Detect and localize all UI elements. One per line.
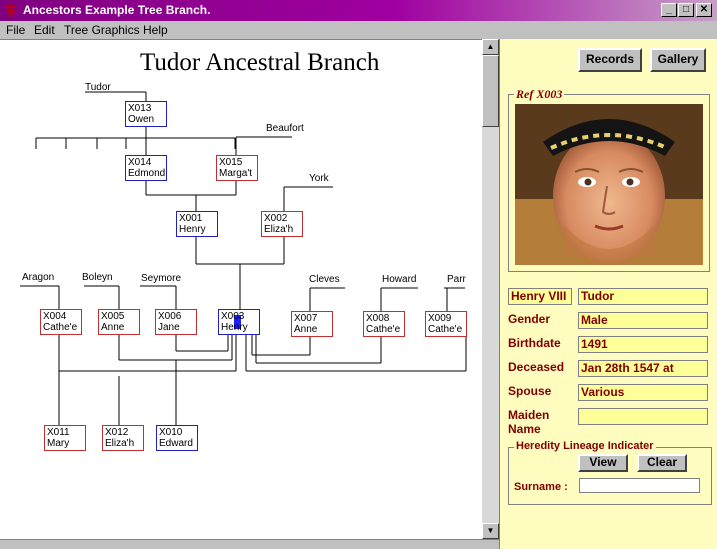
gallery-button[interactable]: Gallery (650, 48, 706, 72)
person-ref: X010 (159, 427, 183, 438)
person-ref: X013 (128, 103, 152, 114)
person-name: Owen (128, 114, 155, 125)
tree-vertical-scrollbar[interactable]: ▲ ▼ (482, 39, 499, 539)
person-ref: X012 (105, 427, 129, 438)
heredity-title: Heredity Lineage Indicater (514, 440, 656, 452)
tree-canvas[interactable]: Tudor Ancestral Branch Tudor Beaufort Yo… (0, 39, 482, 539)
title-bar: Ancestors Example Tree Branch. _ □ ✕ (0, 0, 717, 21)
person-name: Marga't (219, 168, 253, 179)
tree-connector-lines (20, 91, 467, 425)
deceased-label: Deceased (508, 360, 565, 374)
menu-bar: File Edit Tree Graphics Help (0, 21, 717, 39)
menu-tree-graphics[interactable]: Tree Graphics (64, 23, 140, 37)
person-name: Edward (159, 438, 193, 449)
spouse-field[interactable]: Various (578, 384, 708, 401)
person-ref: X007 (294, 313, 318, 324)
person-box-x004[interactable]: X004 Cathe'e (40, 309, 82, 335)
maiden-name-label-line1: Maiden (508, 408, 550, 422)
menu-edit[interactable]: Edit (34, 23, 55, 37)
scroll-up-button[interactable]: ▲ (482, 39, 499, 55)
surname-howard: Howard (382, 274, 417, 285)
selected-person-marker (234, 315, 241, 329)
person-box-x007[interactable]: X007 Anne (291, 311, 333, 337)
person-box-x015[interactable]: X015 Marga't (216, 155, 258, 181)
spouse-label: Spouse (508, 384, 552, 398)
surname-search-label: Surname : (514, 481, 568, 493)
person-name: Eliza'h (105, 438, 135, 449)
person-box-x001[interactable]: X001 Henry (176, 211, 218, 237)
person-box-x003[interactable]: X003 Henry (218, 309, 260, 335)
person-ref: X001 (179, 213, 203, 224)
person-ref: X009 (428, 313, 452, 324)
scroll-thumb[interactable] (482, 55, 499, 127)
person-ref: X014 (128, 157, 152, 168)
surname-aragon: Aragon (22, 272, 55, 283)
person-box-x005[interactable]: X005 Anne (98, 309, 140, 335)
person-name: Anne (101, 322, 125, 333)
person-box-x013[interactable]: X013 Owen (125, 101, 167, 127)
person-ref: X002 (264, 213, 288, 224)
person-box-x006[interactable]: X006 Jane (155, 309, 197, 335)
clear-button[interactable]: Clear (637, 454, 687, 472)
person-ref: X015 (219, 157, 243, 168)
surname-boleyn: Boleyn (82, 272, 113, 283)
surname-seymore: Seymore (141, 273, 182, 284)
portrait-image[interactable] (515, 104, 703, 265)
person-box-x014[interactable]: X014 Edmond (125, 155, 167, 181)
person-name: Cathe'e (366, 324, 401, 335)
person-ref: X003 (221, 311, 245, 322)
person-name: Anne (294, 324, 318, 335)
close-button[interactable]: ✕ (696, 3, 712, 17)
person-name: Cathe'e (428, 324, 463, 335)
person-box-x009[interactable]: X009 Cathe'e (425, 311, 467, 337)
given-name-field[interactable]: Henry VIII (508, 288, 572, 305)
person-box-x010[interactable]: X010 Edward (156, 425, 198, 451)
person-box-x012[interactable]: X012 Eliza'h (102, 425, 144, 451)
person-ref: X006 (158, 311, 182, 322)
surname-tudor: Tudor (85, 82, 111, 93)
person-box-x008[interactable]: X008 Cathe'e (363, 311, 405, 337)
menu-file[interactable]: File (6, 23, 26, 37)
surname-field[interactable]: Tudor (578, 288, 708, 305)
record-panel: Records Gallery Ref X003 Henry VIII Tudo… (499, 39, 717, 549)
view-button[interactable]: View (578, 454, 628, 472)
menu-help[interactable]: Help (143, 23, 168, 37)
gender-label: Gender (508, 312, 551, 326)
person-name: Mary (47, 438, 70, 449)
person-name: Henry (179, 224, 206, 235)
deceased-field[interactable]: Jan 28th 1547 at (578, 360, 708, 377)
person-ref: X008 (366, 313, 390, 324)
person-box-x002[interactable]: X002 Eliza'h (261, 211, 303, 237)
surname-parr: Parr (447, 274, 466, 285)
portrait-frame (508, 94, 710, 272)
birthdate-label: Birthdate (508, 336, 561, 350)
window-title: Ancestors Example Tree Branch. (23, 3, 211, 17)
birthdate-field[interactable]: 1491 (578, 336, 708, 353)
surname-beaufort: Beaufort (266, 123, 304, 134)
maximize-button[interactable]: □ (678, 3, 694, 17)
person-name: Henry (221, 322, 248, 333)
portrait-ref-label: Ref X003 (514, 87, 565, 102)
person-name: Cathe'e (43, 322, 78, 333)
surname-cleves: Cleves (309, 274, 340, 285)
person-name: Jane (158, 322, 180, 333)
tree-app-icon[interactable] (3, 3, 19, 18)
scroll-down-button[interactable]: ▼ (482, 523, 499, 539)
person-name: Eliza'h (264, 224, 294, 235)
bottom-edge (0, 539, 499, 549)
tree-title: Tudor Ancestral Branch (140, 49, 380, 76)
person-ref: X011 (47, 427, 70, 438)
person-ref: X004 (43, 311, 67, 322)
minimize-button[interactable]: _ (661, 3, 677, 17)
surname-york: York (309, 173, 329, 184)
surname-search-input[interactable] (579, 478, 700, 493)
maiden-name-field[interactable] (578, 408, 708, 425)
person-name: Edmond (128, 168, 166, 179)
person-box-x011[interactable]: X011 Mary (44, 425, 86, 451)
maiden-name-label-line2: Name (508, 422, 541, 436)
person-ref: X005 (101, 311, 125, 322)
records-button[interactable]: Records (578, 48, 642, 72)
gender-field[interactable]: Male (578, 312, 708, 329)
